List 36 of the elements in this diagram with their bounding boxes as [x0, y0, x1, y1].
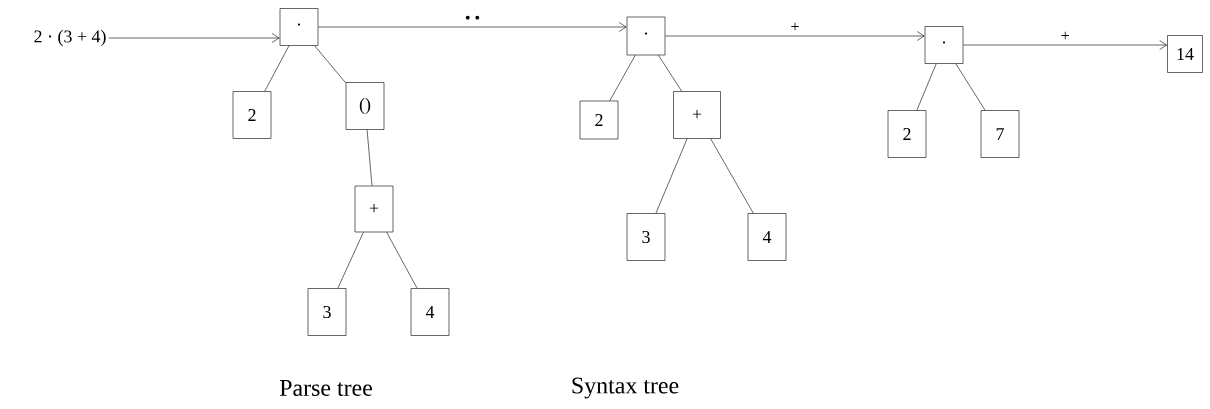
tree-branch-line: [314, 45, 346, 84]
tree-branch-line: [264, 45, 290, 92]
transform-arrow: [318, 22, 627, 32]
tree-node-box: ·: [924, 26, 964, 64]
tree-node-box: ·: [279, 8, 319, 46]
tree-node-box: 7: [980, 110, 1020, 158]
tree-node-box: 4: [747, 213, 787, 261]
tree-node-box: 3: [307, 288, 347, 336]
tree-branch-line: [658, 55, 682, 92]
tree-branch-line: [710, 138, 754, 214]
tree-node-box: ·: [626, 16, 666, 56]
tree-branch-line: [916, 63, 937, 111]
tree-node-box: +: [673, 91, 721, 139]
tree-node-box: 3: [626, 213, 666, 261]
tree-node-box: +: [354, 185, 394, 233]
edge-label: • •: [465, 15, 480, 20]
transform-arrow: [665, 31, 925, 41]
tree-branch-line: [337, 232, 364, 289]
tree-branch-line: [386, 232, 418, 289]
transform-arrow: [963, 40, 1167, 50]
expression-text: 2 · (3 + 4): [34, 29, 106, 47]
edge-label: +: [1061, 31, 1069, 40]
tree-node-box: (): [345, 82, 385, 130]
tree-node-box: 4: [410, 288, 450, 336]
tree-branch-line: [609, 55, 636, 101]
tree-node-box: 2: [579, 100, 619, 140]
edge-label: +: [791, 22, 799, 31]
tree-branch-line: [655, 138, 688, 214]
tree-node-box: 2: [232, 91, 272, 139]
tree-caption: Parse tree: [279, 380, 372, 396]
tree-branch-line: [366, 129, 373, 186]
tree-branch-line: [955, 63, 986, 111]
tree-caption: Syntax tree: [572, 377, 679, 399]
transform-arrow: [108, 33, 280, 43]
result-box: 14: [1167, 35, 1203, 73]
tree-node-box: 2: [887, 110, 927, 158]
